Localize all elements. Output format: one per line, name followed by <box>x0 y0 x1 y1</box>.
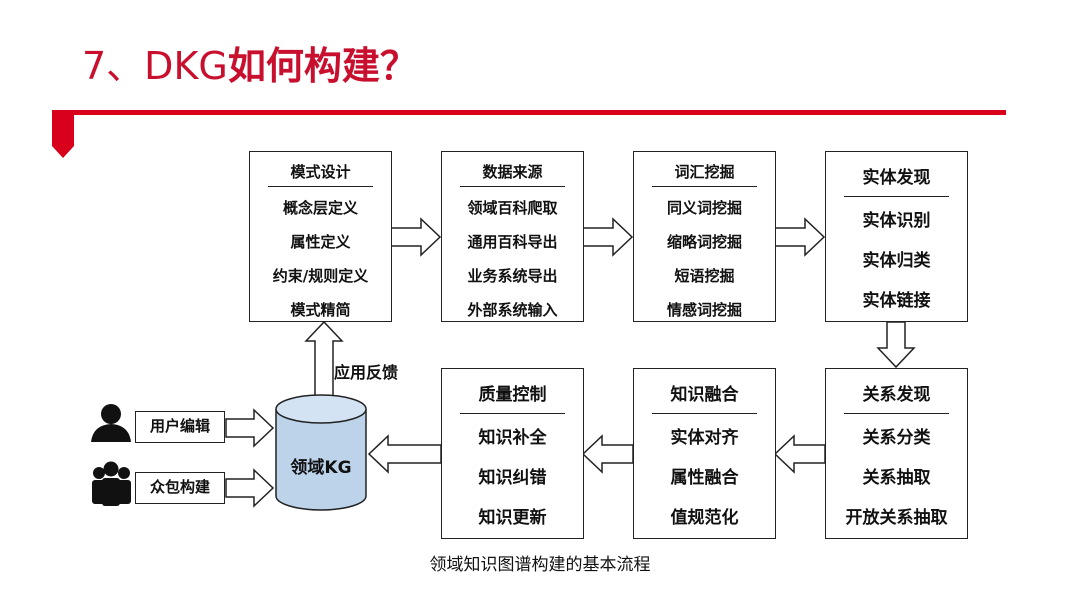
title-main: 如何构建？ <box>227 44 418 88</box>
schema-item: 属性定义 <box>290 233 351 251</box>
schema-item: 约束/规则定义 <box>272 267 369 285</box>
quality-control-header: 质量控制 <box>478 385 547 405</box>
word-mining-item: 短语挖掘 <box>674 267 735 285</box>
page-title: 7、DKG如何构建？ <box>82 38 418 94</box>
box-divider <box>460 186 565 187</box>
relation-discovery-header: 关系发现 <box>862 385 931 405</box>
crowd-icon <box>92 461 131 506</box>
box-divider <box>652 186 757 187</box>
quality-item: 知识纠错 <box>478 468 547 488</box>
arrow-entity-to-relation <box>876 321 916 369</box>
data-source-item: 业务系统导出 <box>467 267 558 285</box>
crowd-build-box: 众包构建 <box>135 472 225 504</box>
relation-item: 关系抽取 <box>862 468 931 488</box>
arrow-quality-to-kg <box>367 434 442 474</box>
quality-control-box: 质量控制 知识补全 知识纠错 知识更新 <box>441 368 584 539</box>
relation-item: 关系分类 <box>862 428 931 448</box>
entity-item: 实体识别 <box>862 211 931 231</box>
arrow-user-to-kg <box>225 408 275 448</box>
fusion-item: 属性融合 <box>670 468 739 488</box>
user-edit-box: 用户编辑 <box>135 411 225 443</box>
red-tab-marker <box>52 110 74 158</box>
word-mining-item: 情感词挖掘 <box>666 301 742 319</box>
box-divider <box>268 186 373 187</box>
relation-discovery-box: 关系发现 关系分类 关系抽取 开放关系抽取 <box>825 368 968 539</box>
word-mining-item: 同义词挖掘 <box>666 199 742 217</box>
arrow-fusion-to-quality <box>581 434 634 474</box>
fusion-item: 值规范化 <box>670 508 739 528</box>
data-source-item: 通用百科导出 <box>467 233 558 251</box>
entity-item: 实体链接 <box>862 291 931 311</box>
diagram-caption: 领域知识图谱构建的基本流程 <box>429 555 651 575</box>
entity-item: 实体归类 <box>862 251 931 271</box>
feedback-label: 应用反馈 <box>334 363 399 382</box>
word-mining-box: 词汇挖掘 同义词挖掘 缩略词挖掘 短语挖掘 情感词挖掘 <box>633 151 776 322</box>
box-divider <box>460 413 565 414</box>
data-source-box: 数据来源 领域百科爬取 通用百科导出 业务系统导出 外部系统输入 <box>441 151 584 322</box>
knowledge-fusion-header: 知识融合 <box>670 385 739 405</box>
arrow-word-to-entity <box>774 217 826 257</box>
arrow-crowd-to-kg <box>225 468 275 508</box>
box-divider <box>652 413 757 414</box>
relation-item: 开放关系抽取 <box>845 508 948 528</box>
quality-item: 知识补全 <box>478 428 547 448</box>
title-prefix: 7、DKG <box>82 44 228 88</box>
kg-cylinder-icon <box>275 394 367 511</box>
box-divider <box>844 196 949 197</box>
data-source-header: 数据来源 <box>482 163 543 181</box>
kg-label: 领域KG <box>290 458 352 478</box>
fusion-item: 实体对齐 <box>670 428 739 448</box>
box-divider <box>844 413 949 414</box>
data-source-item: 领域百科爬取 <box>467 199 558 217</box>
arrow-relation-to-fusion <box>773 434 826 474</box>
arrow-source-to-word <box>582 217 634 257</box>
knowledge-fusion-box: 知识融合 实体对齐 属性融合 值规范化 <box>633 368 776 539</box>
arrow-feedback-up <box>304 320 344 399</box>
word-mining-header: 词汇挖掘 <box>674 163 735 181</box>
entity-discovery-header: 实体发现 <box>862 168 931 188</box>
schema-design-header: 模式设计 <box>290 163 351 181</box>
schema-item: 模式精简 <box>290 301 351 319</box>
schema-item: 概念层定义 <box>282 199 358 217</box>
word-mining-item: 缩略词挖掘 <box>666 233 742 251</box>
user-icon <box>91 404 131 442</box>
arrow-schema-to-source <box>390 217 442 257</box>
data-source-item: 外部系统输入 <box>467 301 558 319</box>
title-divider <box>52 110 1006 115</box>
schema-design-box: 模式设计 概念层定义 属性定义 约束/规则定义 模式精简 <box>249 151 392 322</box>
quality-item: 知识更新 <box>478 508 547 528</box>
entity-discovery-box: 实体发现 实体识别 实体归类 实体链接 <box>825 151 968 322</box>
